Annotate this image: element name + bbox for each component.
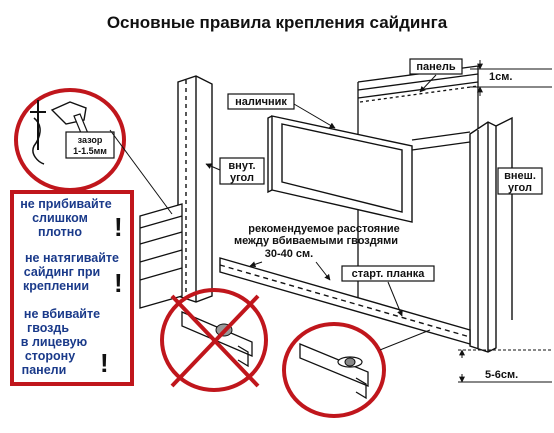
inner-corner-label: внут. угол	[205, 157, 265, 185]
svg-text:креплении: креплении	[23, 279, 89, 293]
svg-text:панель: панель	[416, 61, 456, 73]
svg-text:не натягивайте: не натягивайте	[25, 251, 119, 265]
trim-label: наличник	[227, 93, 336, 129]
svg-text:1-1.5мм: 1-1.5мм	[73, 146, 107, 156]
warning-3: не вбивайте гвоздь в лицевую сторону пан…	[21, 307, 109, 378]
outer-corner-label: внеш. угол	[497, 167, 543, 195]
page-title: Основные правила крепления сайдинга	[107, 13, 448, 32]
svg-text:сторону: сторону	[25, 349, 75, 363]
svg-text:плотно: плотно	[38, 225, 82, 239]
correct-method-circle	[282, 322, 431, 418]
svg-text:!: !	[114, 268, 123, 298]
inner-corner-profile	[177, 75, 213, 303]
starter-strip	[219, 257, 471, 345]
svg-text:рекомендуемое расстояние: рекомендуемое расстояние	[248, 223, 399, 235]
svg-text:между вбиваемыми гвоздями: между вбиваемыми гвоздями	[234, 235, 398, 247]
svg-text:гвоздь: гвоздь	[27, 321, 69, 335]
window-trim	[267, 115, 413, 223]
svg-text:старт. планка: старт. планка	[352, 268, 426, 280]
svg-text:не вбивайте: не вбивайте	[24, 307, 100, 321]
starter-label: старт. планка	[341, 265, 435, 317]
panel-label: панель	[409, 58, 463, 93]
svg-text:1см.: 1см.	[489, 71, 512, 83]
svg-text:угол: угол	[508, 182, 532, 194]
svg-text:!: !	[114, 212, 123, 242]
gap-top-label: 1см.	[470, 60, 552, 96]
svg-text:внут.: внут.	[228, 160, 255, 172]
gap-bottom-label: 5-6см.	[458, 349, 552, 383]
recommended-note: рекомендуемое расстояние между вбиваемым…	[234, 223, 400, 281]
warning-box: не прибивайте слишком плотно ! не натяги…	[10, 190, 134, 386]
svg-text:30-40 см.: 30-40 см.	[265, 248, 314, 260]
svg-text:сайдинг при: сайдинг при	[24, 265, 100, 279]
gap-detail-circle: зазор 1-1.5мм	[14, 88, 173, 215]
svg-text:в лицевую: в лицевую	[21, 335, 88, 349]
svg-text:панели: панели	[22, 363, 67, 377]
svg-text:не прибивайте: не прибивайте	[20, 197, 112, 211]
svg-text:наличник: наличник	[235, 96, 287, 108]
svg-text:!: !	[100, 348, 109, 378]
outer-corner-profile	[469, 116, 513, 353]
left-siding-panels	[139, 203, 183, 309]
svg-text:зазор: зазор	[78, 135, 103, 145]
warning-2: не натягивайте сайдинг при креплении !	[23, 251, 123, 298]
svg-text:слишком: слишком	[32, 211, 88, 225]
svg-text:угол: угол	[230, 172, 254, 184]
svg-text:5-6см.: 5-6см.	[485, 369, 518, 381]
wrong-method-circle	[160, 288, 268, 392]
warning-1: не прибивайте слишком плотно !	[20, 197, 122, 242]
svg-text:внеш.: внеш.	[504, 170, 536, 182]
